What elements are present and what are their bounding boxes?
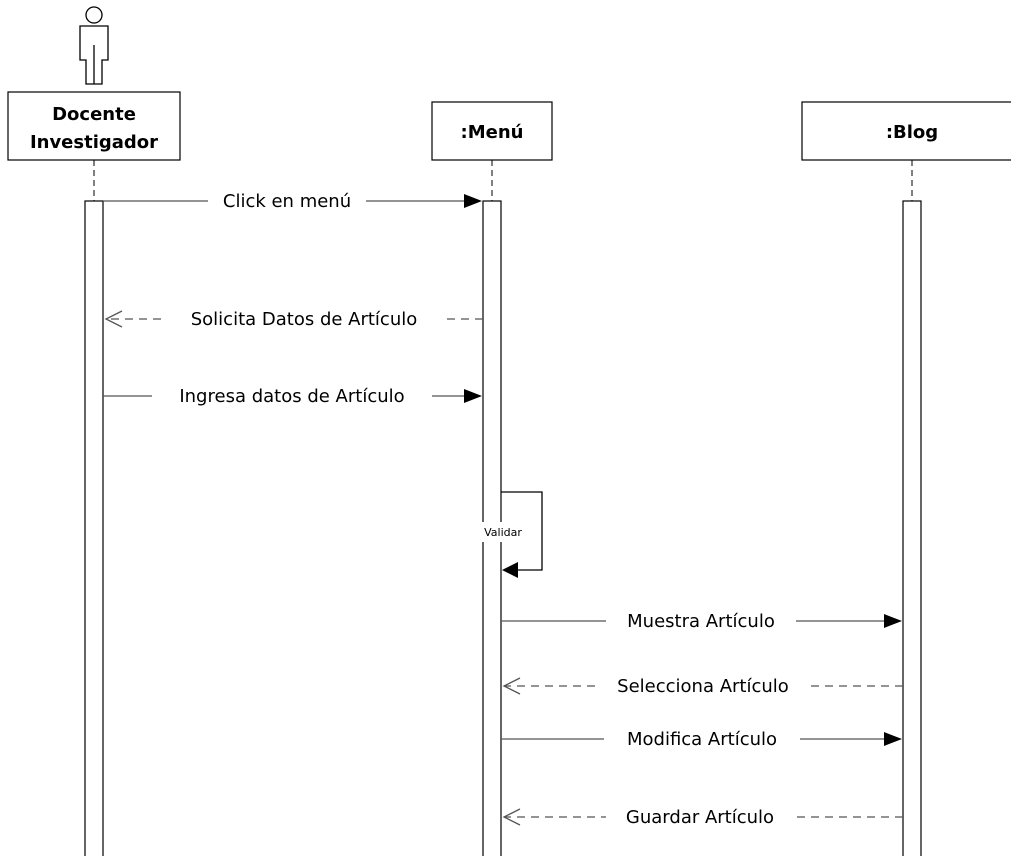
- menu-label: :Menú: [461, 122, 524, 143]
- actor-icon: [79, 6, 109, 85]
- message-label: Solicita Datos de Artículo: [191, 309, 418, 330]
- lifeline-header-blog: :Blog: [801, 101, 1011, 161]
- lifeline-header-menu: :Menú: [431, 101, 553, 161]
- blog-label: :Blog: [886, 122, 938, 143]
- message-m6: Selecciona Artículo: [502, 673, 903, 699]
- message-label: Modifica Artículo: [627, 729, 777, 750]
- message-label: Validar: [484, 526, 522, 539]
- message-label: Click en menú: [223, 191, 351, 212]
- message-m2: Solicita Datos de Artículo: [104, 306, 483, 332]
- message-m7: Modifica Artículo: [501, 726, 902, 752]
- message-label: Selecciona Artículo: [617, 676, 789, 697]
- message-m5: Muestra Artículo: [501, 608, 902, 634]
- message-label: Muestra Artículo: [627, 611, 775, 632]
- lifeline-header-docente: Docente Investigador: [7, 91, 181, 161]
- activation-bar-blog: [902, 200, 922, 856]
- message-m4-self: Validar: [472, 491, 543, 578]
- message-m8: Guardar Artículo: [502, 804, 903, 830]
- message-m1: Click en menú: [103, 188, 482, 214]
- message-label: Ingresa datos de Artículo: [179, 386, 404, 407]
- actor-name-line1: Docente: [52, 104, 136, 125]
- message-m3: Ingresa datos de Artículo: [103, 383, 482, 409]
- message-label: Guardar Artículo: [626, 807, 774, 828]
- actor-name-line2: Investigador: [30, 132, 158, 153]
- activation-bar-docente: [84, 200, 104, 856]
